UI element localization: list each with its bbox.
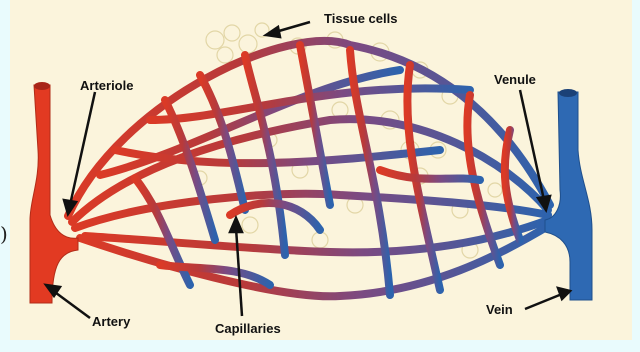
label-vein: Vein [486, 302, 513, 317]
label-arteriole: Arteriole [80, 78, 133, 93]
vein-vessel [545, 92, 592, 300]
label-tissue-cells: Tissue cells [324, 11, 397, 26]
vein-opening [559, 89, 577, 97]
label-capillaries: Capillaries [215, 321, 281, 336]
label-venule: Venule [494, 72, 536, 87]
artery-vessel [30, 85, 78, 303]
artery-opening [34, 82, 50, 90]
label-artery: Artery [92, 314, 131, 329]
capillary-network [68, 41, 550, 296]
